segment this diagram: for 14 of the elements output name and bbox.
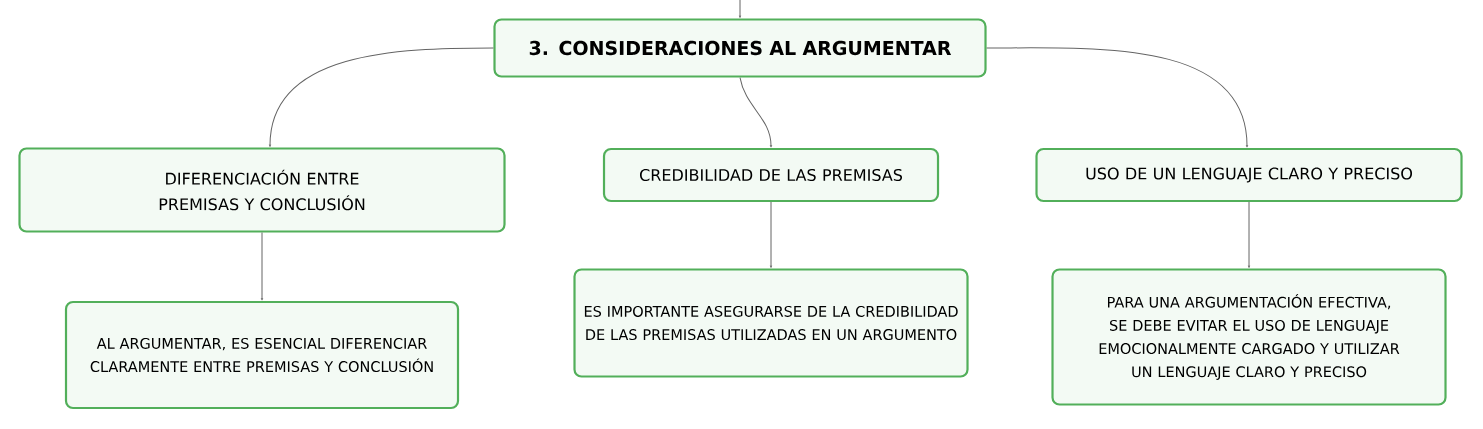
description-box: ES IMPORTANTE ASEGURARSE DE LA CREDIBILIDAD DE LAS PREMISAS UTILIZADAS EN UN ARGUMENTO bbox=[573, 268, 969, 378]
topic-box: DIFERENCIACIÓN ENTRE PREMISAS Y CONCLUSIÓN bbox=[18, 147, 506, 233]
connector-arrow bbox=[769, 201, 773, 268]
connector-arrow bbox=[1247, 201, 1251, 268]
topic-box: CREDIBILIDAD DE LAS PREMISAS bbox=[602, 147, 940, 203]
description-box: PARA UNA ARGUMENTACIÓN EFECTIVA, SE DEBE EVITAR EL USO DE LENGUAJE EMOCIONALMENTE CARGADO Y UTILIZAR UN LENGUAJE CLARO Y PRECISO bbox=[1051, 268, 1447, 406]
connector-arrow bbox=[986, 47, 1249, 148]
topic-box: USO DE UN LENGUAJE CLARO Y PRECISO bbox=[1035, 147, 1463, 203]
title-box: 3. CONSIDERACIONES AL ARGUMENTAR bbox=[493, 18, 987, 78]
connector-arrow bbox=[738, 0, 742, 18]
connector-arrow bbox=[739, 77, 773, 148]
description-box: AL ARGUMENTAR, ES ESENCIAL DIFERENCIAR CLARAMENTE ENTRE PREMISAS Y CONCLUSIÓN bbox=[64, 300, 460, 410]
connector-arrow bbox=[260, 232, 264, 301]
connector-arrow bbox=[268, 47, 494, 147]
